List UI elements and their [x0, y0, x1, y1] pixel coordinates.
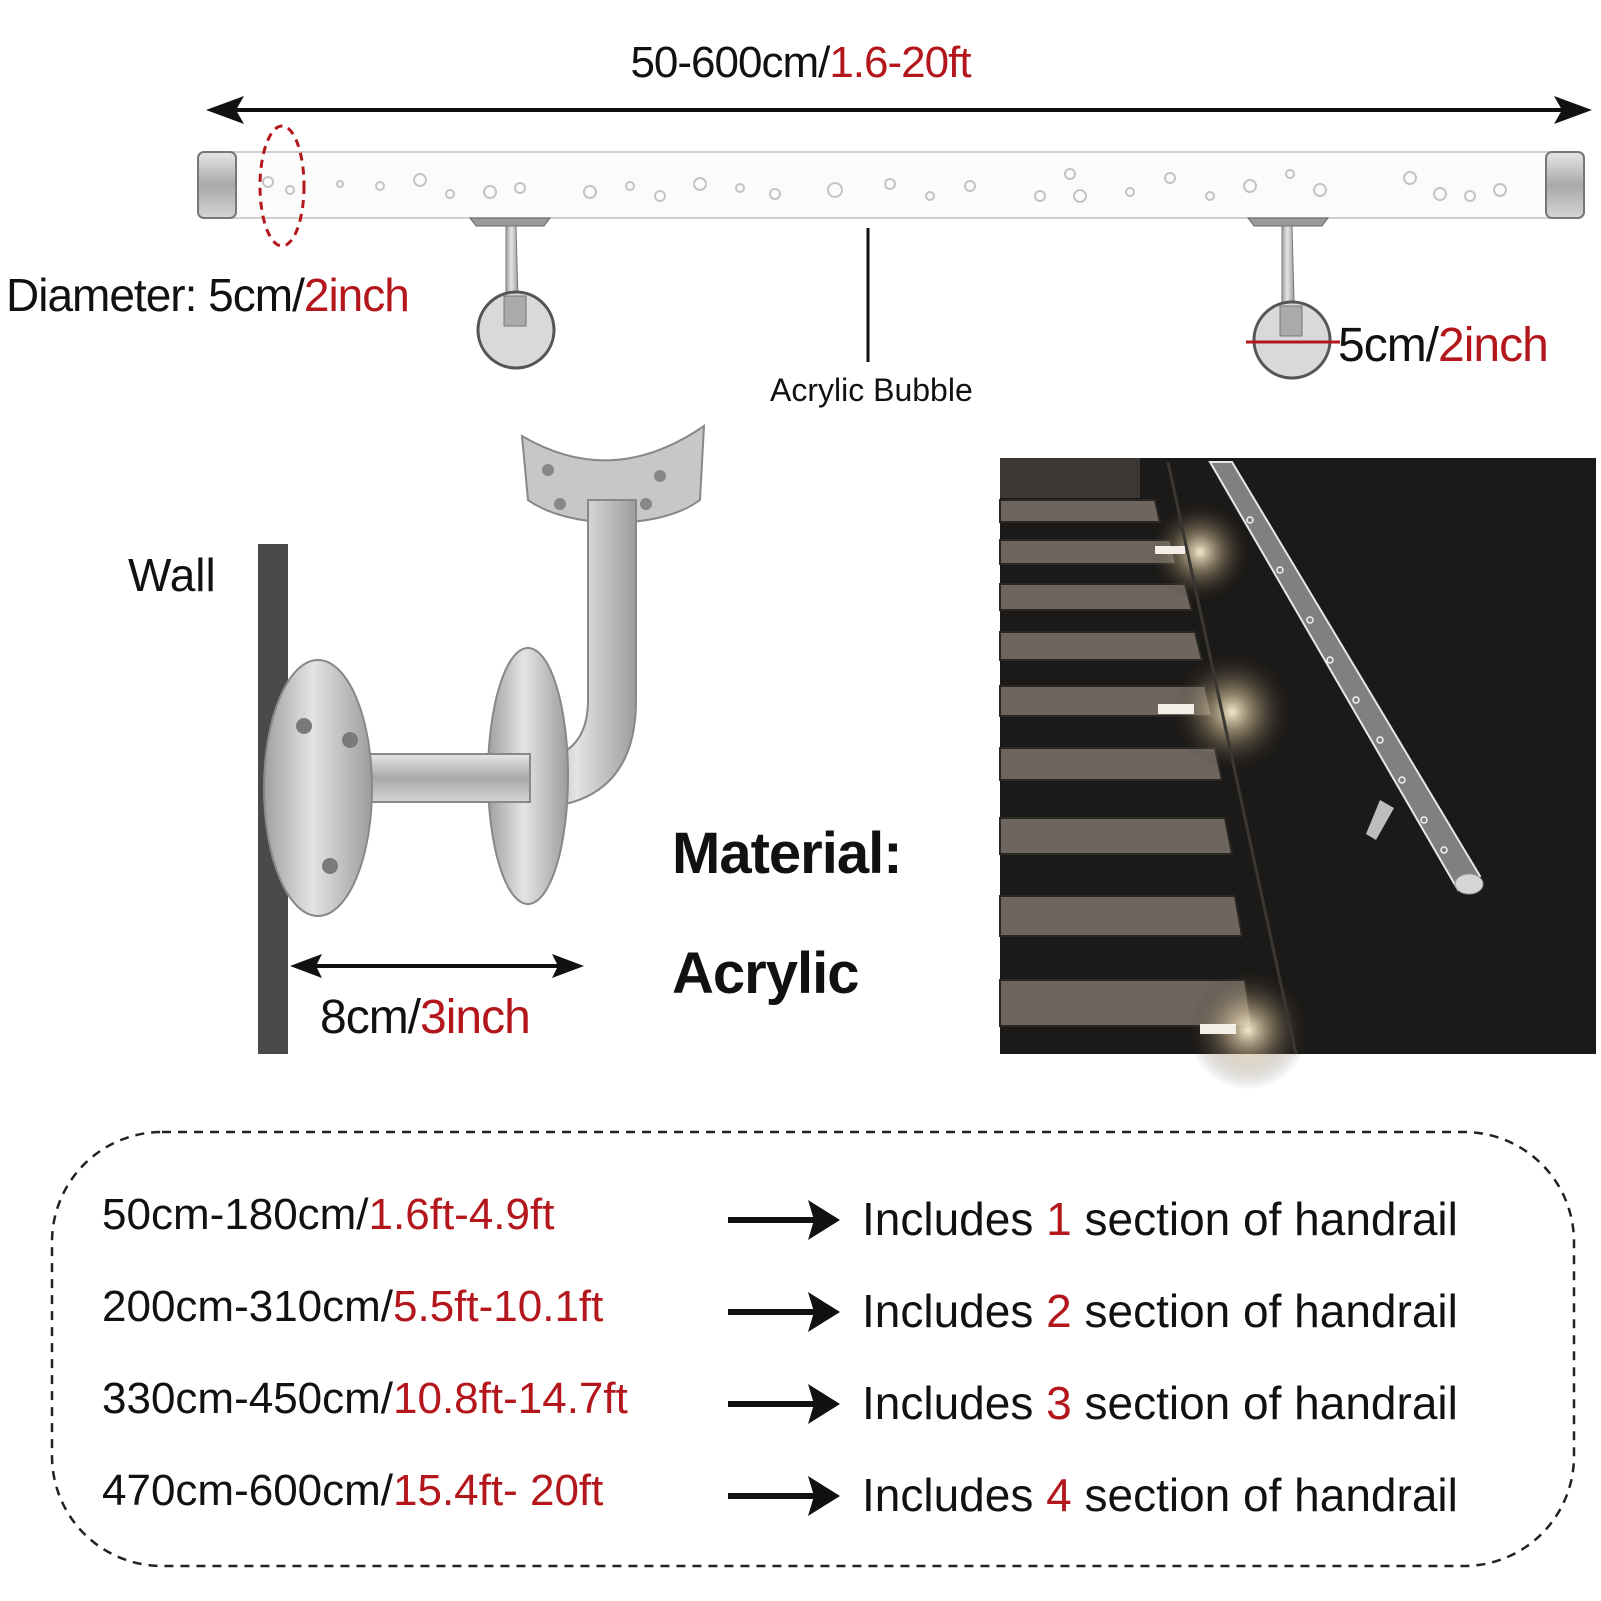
total-length-label: 50-600cm/1.6-20ft: [630, 38, 971, 87]
diameter-label: Diameter: 5cm/2inch: [6, 269, 410, 321]
length-arrow: [206, 96, 1592, 124]
material-value: Acrylic: [672, 941, 859, 1006]
section-row-4-desc: Includes 4 section of handrail: [862, 1469, 1458, 1521]
wall-bracket: [263, 424, 706, 917]
sections-box: [50, 1130, 1576, 1568]
section-row-4-range: 470cm-600cm/15.4ft- 20ft: [102, 1466, 604, 1515]
material-heading: Material:: [672, 821, 903, 886]
row-arrows: [728, 1200, 840, 1516]
section-row-1-range: 50cm-180cm/1.6ft-4.9ft: [102, 1190, 555, 1239]
section-row-2-desc: Includes 2 section of handrail: [862, 1285, 1458, 1337]
end-cap-left: [197, 151, 237, 219]
section-row-1-desc: Includes 1 section of handrail: [862, 1193, 1458, 1245]
acrylic-handrail: [197, 124, 1585, 248]
mount-length-arrow: [290, 954, 584, 978]
staircase-photo: [999, 458, 1596, 1090]
mount-length-label: 8cm/3inch: [320, 991, 531, 1044]
end-cap-right: [1545, 151, 1585, 219]
bracket-size-label: 5cm/2inch: [1338, 319, 1549, 372]
section-row-2-range: 200cm-310cm/5.5ft-10.1ft: [102, 1282, 604, 1331]
bubbles: [262, 168, 1507, 203]
diameter-marker: [258, 124, 306, 248]
rail-bracket-right: [1246, 217, 1340, 380]
section-row-3-range: 330cm-450cm/10.8ft-14.7ft: [102, 1374, 628, 1423]
acrylic-bubble-label: Acrylic Bubble: [770, 372, 973, 408]
wall-label: Wall: [128, 549, 216, 601]
section-row-3-desc: Includes 3 section of handrail: [862, 1377, 1458, 1429]
rail-bracket-left: [469, 217, 556, 370]
